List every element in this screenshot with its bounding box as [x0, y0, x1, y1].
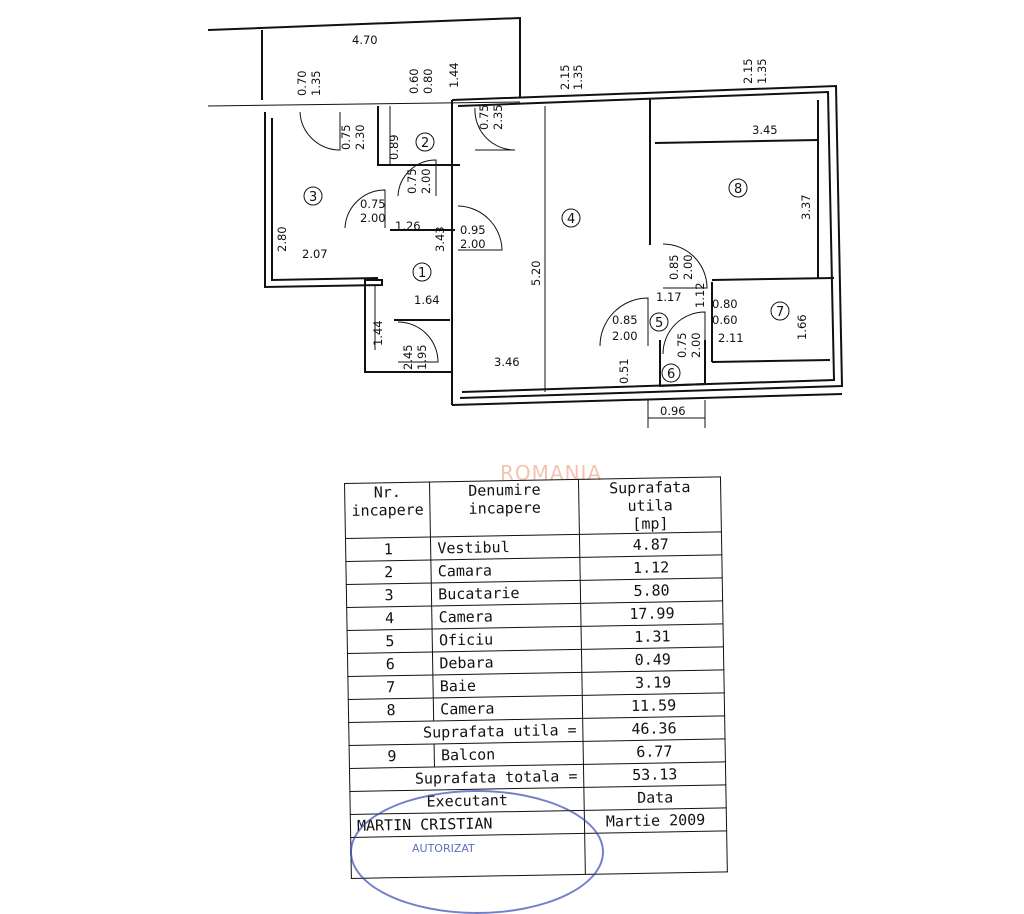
row-nr: 4	[346, 605, 433, 631]
dim-label: 2.00	[360, 211, 386, 225]
dim-label: 0.75	[405, 168, 419, 194]
dim-label: 0.75	[339, 124, 353, 150]
dim-label: 2.00	[681, 254, 695, 280]
row-nr: 8	[348, 697, 434, 723]
dimension-labels: 4.70 0.70 1.35 0.60 0.80 1.44 0.75 2.35 …	[275, 33, 813, 418]
room-number: 1	[418, 266, 426, 281]
row-area: 0.49	[581, 646, 724, 673]
row-name: Oficiu	[432, 626, 582, 652]
dim-label: 0.60	[712, 313, 738, 327]
dim-label: 2.11	[718, 331, 744, 345]
dim-label: 0.95	[460, 223, 486, 237]
floor-plan: 4.70 0.70 1.35 0.60 0.80 1.44 0.75 2.35 …	[207, 16, 844, 428]
dim-label: 5.20	[529, 260, 543, 286]
room-number: 8	[734, 182, 742, 197]
header-name: Denumire incapere	[429, 479, 580, 537]
dim-label: 1.35	[571, 64, 585, 90]
dim-label: 0.75	[477, 104, 491, 130]
dim-label: 1.17	[656, 290, 682, 304]
dim-label: 1.26	[395, 219, 421, 233]
dim-label: 0.70	[295, 70, 309, 96]
dim-label: 1.95	[415, 344, 429, 370]
dim-label: 2.07	[302, 247, 328, 261]
header-area: Suprafata utila [mp]	[578, 476, 722, 535]
dim-label: 2.00	[689, 332, 703, 358]
dim-label: 2.15	[558, 64, 572, 90]
row-name: Baie	[433, 672, 583, 698]
dim-label: 3.45	[752, 123, 778, 137]
dim-label: 2.35	[491, 104, 505, 130]
dim-label: 1.12	[693, 282, 707, 308]
row-area: 5.80	[580, 577, 723, 604]
dim-label: 0.75	[675, 332, 689, 358]
room-number: 7	[776, 305, 784, 320]
row-area: 1.31	[581, 623, 724, 650]
room-number: 3	[309, 190, 317, 205]
row-nr: 1	[345, 536, 432, 562]
dim-label: 2.80	[275, 226, 289, 252]
dim-label: 3.43	[433, 226, 447, 252]
dim-label: 1.64	[414, 293, 440, 307]
room-number: 6	[667, 367, 675, 382]
total-area-value: 53.13	[583, 761, 726, 788]
dim-label: 0.89	[387, 134, 401, 160]
date-value: Martie 2009	[584, 807, 727, 834]
date-label: Data	[584, 784, 727, 811]
room-number: 2	[421, 136, 429, 151]
dim-label: 0.80	[421, 68, 435, 94]
dim-label: 2.00	[419, 168, 433, 194]
useful-area-value: 46.36	[582, 715, 726, 742]
row-nr: 9	[349, 743, 435, 769]
row-area: 6.77	[583, 738, 726, 765]
header-nr: Nr. incapere	[344, 482, 431, 539]
walls	[207, 16, 844, 428]
room-number: 4	[567, 212, 575, 227]
table-header-row: Nr. incapere Denumire incapere Suprafata…	[344, 476, 722, 539]
row-nr: 5	[347, 628, 433, 654]
row-name: Debara	[432, 649, 583, 675]
dim-label: 3.37	[799, 194, 813, 220]
row-nr: 2	[345, 559, 432, 585]
dim-label: 0.51	[617, 358, 631, 384]
authorization-stamp: AUTORIZAT	[350, 790, 604, 914]
row-area: 11.59	[582, 692, 725, 719]
dim-label: 0.85	[612, 313, 638, 327]
dim-label: 0.60	[407, 68, 421, 94]
room-number: 5	[655, 316, 663, 331]
room-markers: 1 2 3 4 5 6 7 8	[303, 132, 790, 383]
dim-label: 1.35	[755, 58, 769, 84]
dim-label: 1.44	[447, 62, 461, 88]
row-name: Vestibul	[430, 534, 581, 560]
dim-label: 0.80	[712, 297, 738, 311]
row-area: 4.87	[579, 531, 722, 558]
dim-label: 2.00	[460, 237, 486, 251]
row-name: Camera	[433, 695, 583, 721]
dim-label: 0.96	[660, 404, 686, 418]
signature-cell-right	[584, 830, 728, 875]
row-name: Bucatarie	[431, 580, 581, 606]
row-name: Camara	[431, 557, 581, 583]
row-name: Balcon	[434, 741, 584, 767]
stamp-text: AUTORIZAT	[412, 842, 475, 855]
dim-label: 1.66	[795, 314, 809, 340]
dim-label: 2.15	[741, 58, 755, 84]
watermark-text: ROMANIA	[500, 461, 603, 485]
row-area: 17.99	[580, 600, 724, 627]
row-nr: 3	[346, 582, 432, 608]
dim-label: 0.75	[360, 197, 386, 211]
row-area: 1.12	[580, 554, 723, 581]
dim-label: 2.30	[353, 124, 367, 150]
dim-label: 3.46	[494, 355, 520, 369]
dim-label: 4.70	[352, 33, 378, 47]
dim-label: 0.85	[667, 254, 681, 280]
dim-label: 2.00	[612, 329, 638, 343]
dim-label: 1.44	[371, 320, 385, 346]
row-nr: 6	[347, 651, 434, 677]
row-area: 3.19	[582, 669, 725, 696]
row-nr: 7	[347, 674, 434, 700]
dim-label: 2.45	[401, 344, 415, 370]
dim-label: 1.35	[309, 70, 323, 96]
row-name: Camera	[431, 603, 582, 629]
